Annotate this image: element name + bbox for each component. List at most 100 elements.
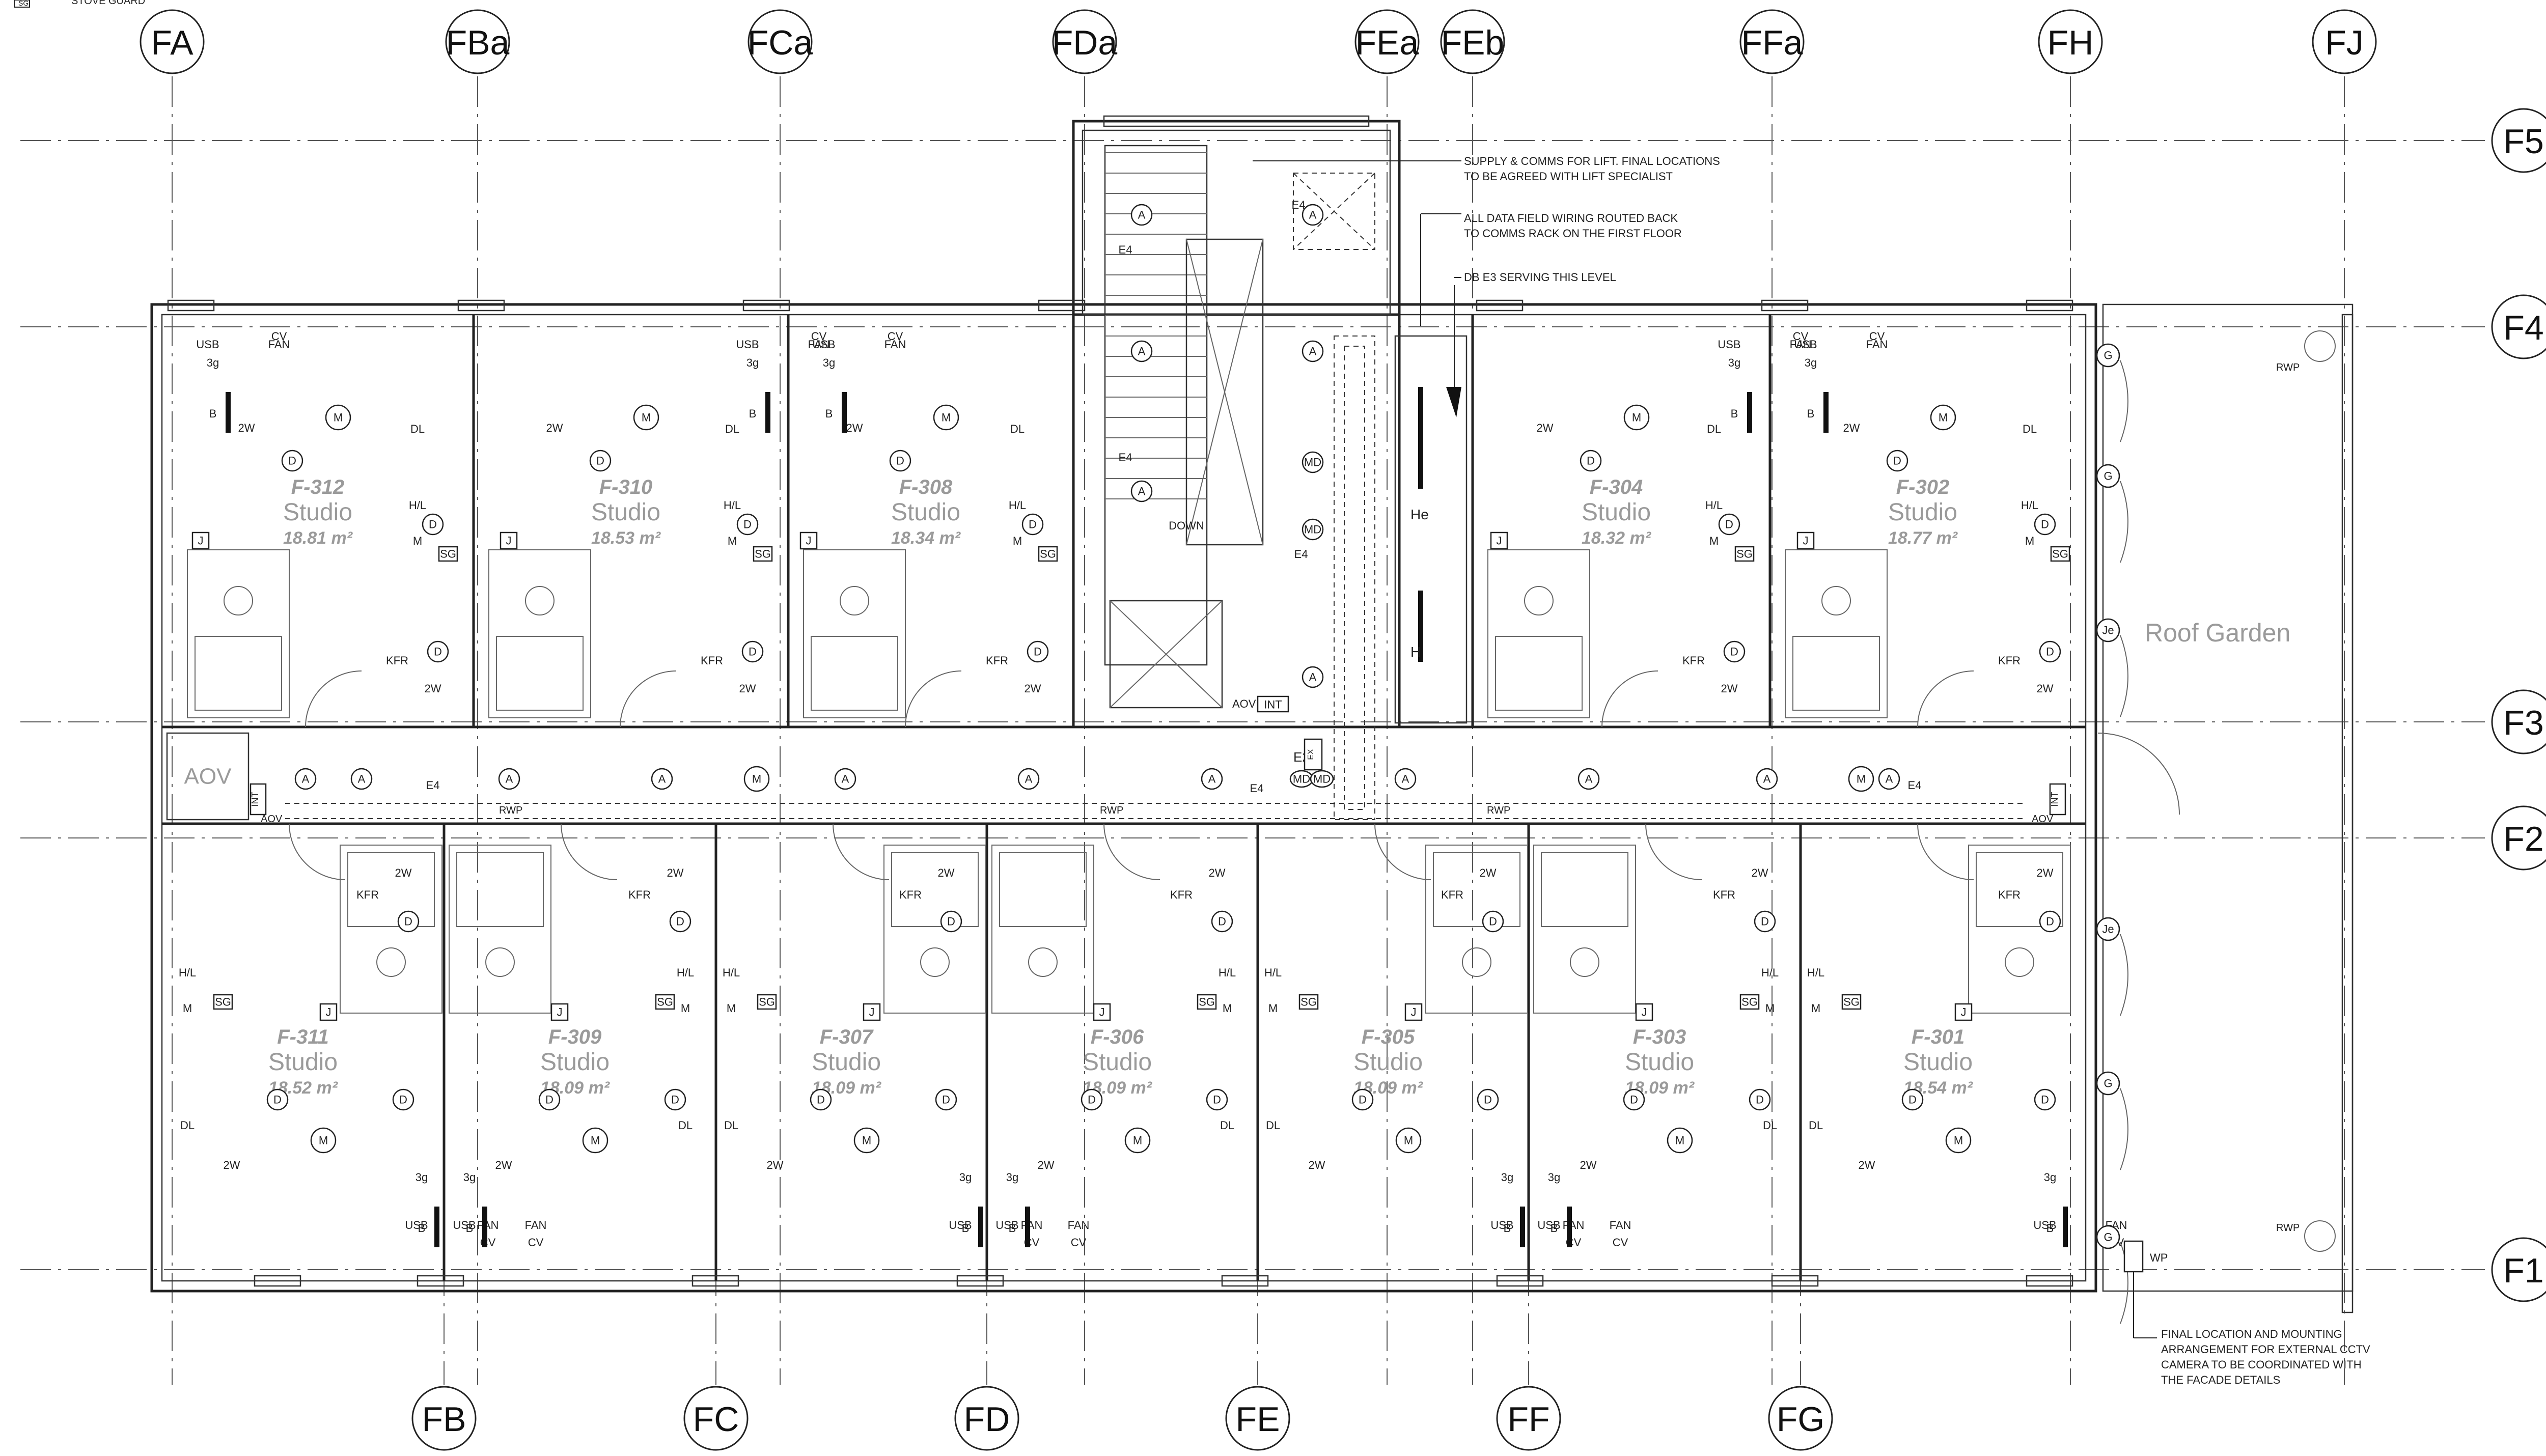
dl-label: DL: [180, 1119, 195, 1132]
emergency-light-a-label: A: [658, 773, 666, 786]
detector-symbol-label: D: [273, 1094, 282, 1106]
room-id: F-304: [1590, 476, 1643, 498]
grid-bubble-right-0: F5: [2491, 108, 2546, 173]
detector-symbol-label: D: [1489, 915, 1497, 928]
m-label: M: [728, 535, 737, 547]
aov-label-left-small: AOV: [261, 814, 283, 825]
stove-guard-label: SG: [215, 996, 231, 1009]
switch-2w-label: 2W: [1038, 1159, 1055, 1171]
emergency-light-a-label: A: [1402, 773, 1409, 786]
kfr-label: KFR: [356, 888, 379, 901]
emergency-light-a-label: A: [358, 773, 366, 786]
light-label: M: [1939, 411, 1948, 424]
detector-symbol: D: [935, 1088, 957, 1111]
kfr-label: KFR: [701, 654, 723, 667]
detector-symbol: D: [1886, 450, 1908, 472]
garden-light-2-label: Je: [2102, 624, 2114, 637]
emergency-light-a-label: A: [1763, 773, 1771, 786]
detector-symbol: D: [1580, 450, 1602, 472]
kfr-label: KFR: [1682, 654, 1705, 667]
e4-label-corridor-1: E4: [1250, 782, 1264, 795]
note-data-line1: ALL DATA FIELD WIRING ROUTED BACK: [1464, 212, 1678, 225]
kfr-label: KFR: [1998, 654, 2021, 667]
grid-bubble-bottom-4: FF: [1496, 1386, 1561, 1451]
detector-symbol: D: [281, 450, 303, 472]
toilet: [840, 586, 869, 615]
ceiling-light-symbol: M: [1124, 1127, 1151, 1154]
bathroom-pod: [1785, 549, 1888, 718]
switch-3g-label: 3g: [823, 356, 835, 369]
switch-2w-label: 2W: [1752, 866, 1768, 879]
dl-label: DL: [678, 1119, 693, 1132]
m-label: M: [2025, 535, 2034, 547]
emergency-light-a-label: A: [302, 773, 310, 786]
junction-box-label: J: [1803, 535, 1809, 547]
stove-guard-box: SG: [2050, 546, 2070, 562]
junction-box-label: J: [1099, 1006, 1105, 1019]
stove-guard-box: SG: [1197, 994, 1217, 1010]
fan-label: FAN: [1068, 1219, 1090, 1231]
corridor-light-m: M: [1848, 766, 1874, 792]
cv-label: CV: [528, 1236, 544, 1249]
grid-bubble-bottom-0: FB: [411, 1386, 477, 1451]
note-data-line2: TO COMMS RACK ON THE FIRST FLOOR: [1464, 227, 1682, 240]
aov-label-right-small: AOV: [2032, 814, 2054, 825]
stair-light-a-2-label: A: [1138, 485, 1146, 498]
grid-bubble-top-4: FEa: [1354, 9, 1420, 74]
hl-label: H/L: [2021, 499, 2038, 512]
detector-symbol-label: D: [2046, 646, 2054, 658]
m-label: M: [1013, 535, 1022, 547]
light-label: M: [642, 411, 651, 424]
room-id: F-303: [1633, 1026, 1686, 1048]
stove-guard-box: SG: [1298, 994, 1319, 1010]
grid-label-top-7: FH: [2047, 23, 2094, 62]
detector-symbol: D: [1482, 910, 1504, 933]
rwp-label-2: RWP: [1100, 805, 1123, 816]
toilet: [224, 586, 253, 615]
ceiling-light-symbol: M: [310, 1127, 337, 1154]
detector-symbol-label: D: [2041, 1094, 2049, 1106]
detector-symbol-label: D: [1213, 1094, 1221, 1106]
ceiling-light-symbol: M: [1667, 1127, 1693, 1154]
junction-box: J: [1490, 531, 1508, 550]
bathroom-pod: [1425, 845, 1528, 1014]
usb-label: USB: [1490, 1219, 1513, 1231]
switch-3g-label: 3g: [746, 356, 759, 369]
rwp-label-3: RWP: [1487, 805, 1510, 816]
garden-light-1-label: G: [2104, 470, 2112, 483]
usb-label: USB: [1794, 338, 1817, 351]
grid-bubble-right-3: F2: [2491, 805, 2546, 871]
junction-box: J: [191, 531, 210, 550]
room-id: F-310: [599, 476, 653, 498]
bed-label: B: [466, 1222, 474, 1235]
distribution-board-symbol: [1446, 387, 1461, 417]
detector-symbol: D: [1754, 910, 1776, 933]
junction-box-label: J: [1642, 1006, 1647, 1019]
rwp-label-1: RWP: [499, 805, 522, 816]
stove-guard-box: SG: [1841, 994, 1862, 1010]
hl-label: H/L: [179, 966, 196, 979]
legend-code: SG: [18, 0, 29, 7]
detector-symbol-label: D: [288, 455, 296, 467]
detector-symbol-label: D: [2046, 915, 2054, 928]
detector-symbol: D: [940, 910, 962, 933]
room-id: F-301: [1912, 1026, 1965, 1048]
detector-symbol: D: [1723, 640, 1746, 663]
fan-label: FAN: [1563, 1219, 1585, 1231]
detector-symbol-label: D: [1730, 646, 1738, 658]
hl-label: H/L: [1807, 966, 1824, 979]
junction-box: J: [1954, 1003, 1973, 1021]
detector-symbol-label: D: [404, 915, 412, 928]
room-type: Studio: [1888, 499, 1957, 526]
switch-2w-label: 2W: [1025, 682, 1041, 695]
detector-symbol: D: [736, 513, 759, 536]
bed-label: B: [1551, 1222, 1558, 1235]
grid-label-top-3: FDa: [1052, 23, 1118, 62]
detector-symbol-label: D: [1484, 1094, 1492, 1106]
grid-bubble-top-8: FJ: [2312, 9, 2377, 74]
